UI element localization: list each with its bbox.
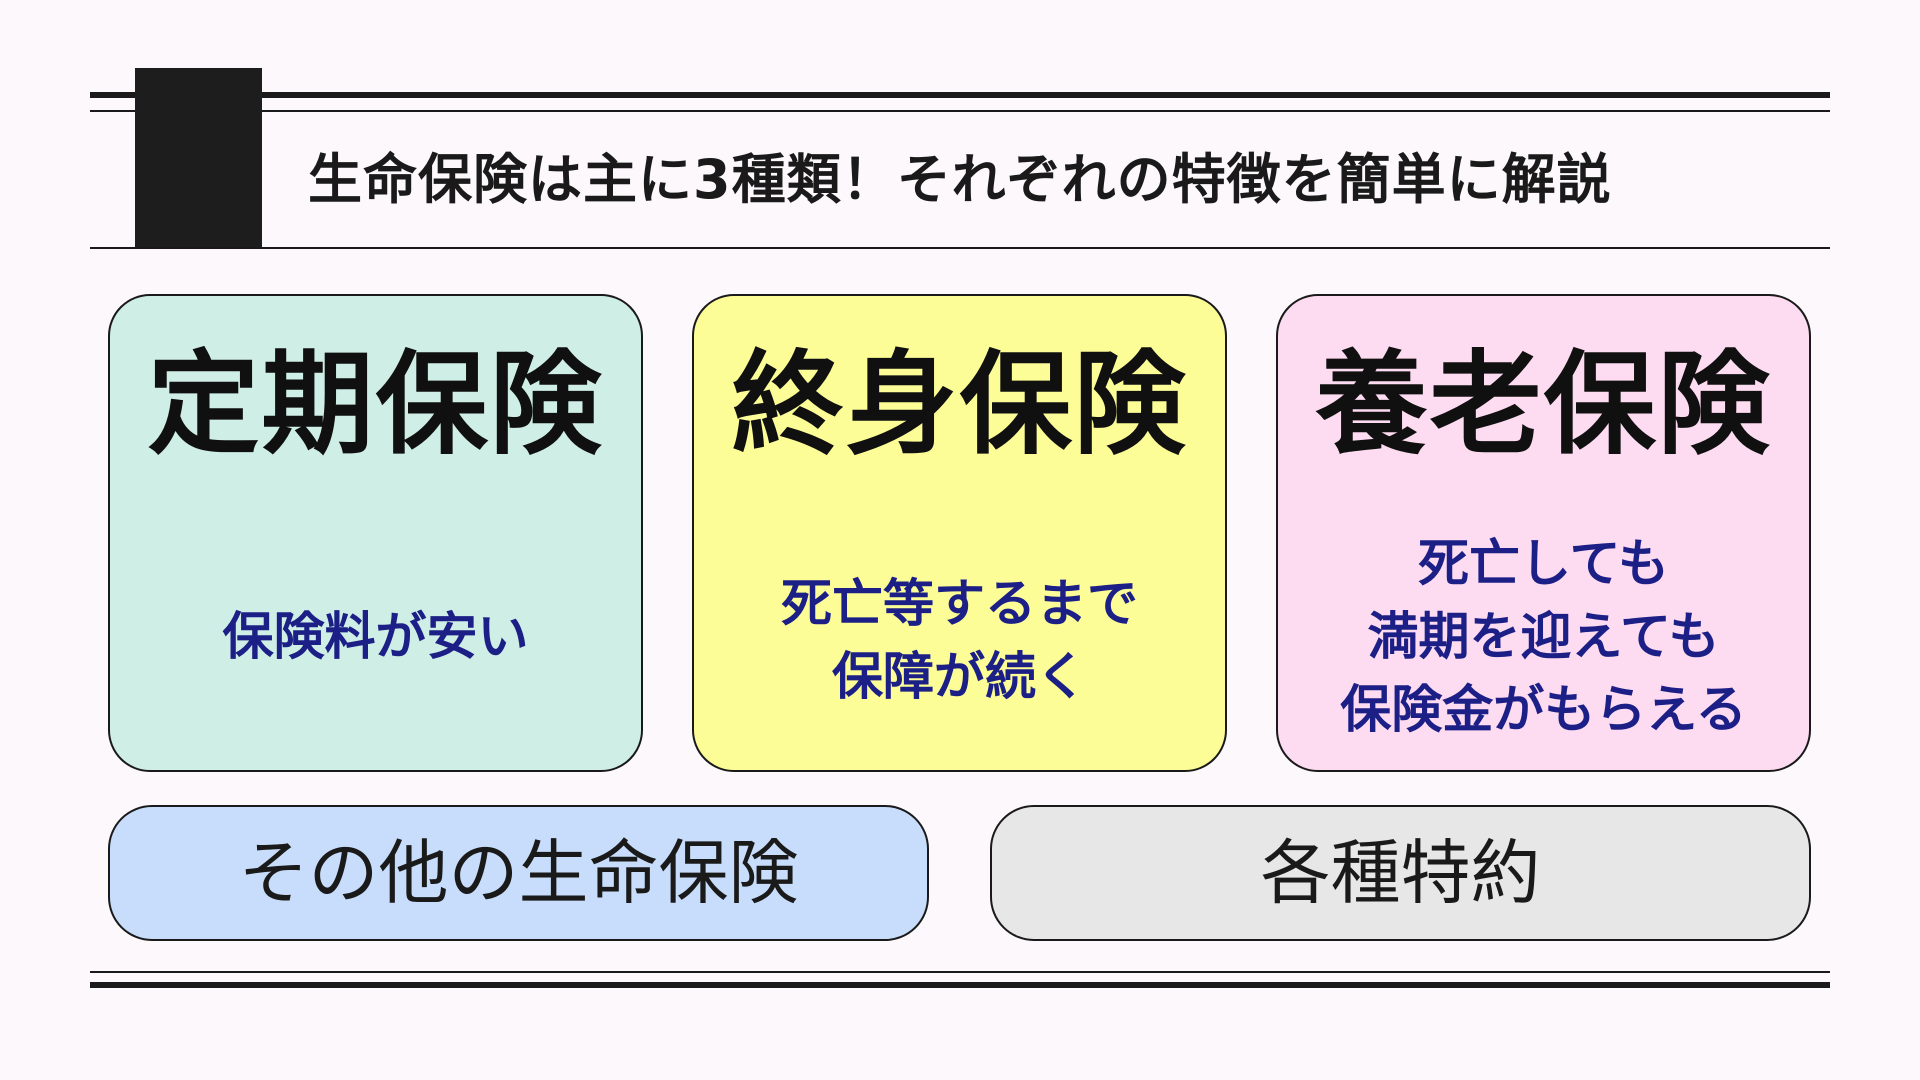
page-title: 生命保険は主に3種類！それぞれの特徴を簡単に解説 bbox=[308, 148, 1612, 211]
title-rule bbox=[90, 247, 1830, 249]
card-description-endowment-insurance: 死亡しても満期を迎えても保険金がもらえる bbox=[1340, 535, 1747, 740]
card-whole-life-insurance: 終身保険 死亡等するまで保障が続く bbox=[692, 294, 1227, 772]
riders-pill: 各種特約 bbox=[990, 805, 1811, 941]
header-accent-block bbox=[135, 68, 262, 248]
top-rule-thick bbox=[90, 92, 1830, 98]
card-title-term-insurance: 定期保険 bbox=[147, 340, 604, 470]
bottom-rule-thick bbox=[90, 982, 1830, 988]
card-title-whole-life-insurance: 終身保険 bbox=[731, 340, 1188, 470]
other-life-insurance-pill: その他の生命保険 bbox=[108, 805, 929, 941]
card-term-insurance: 定期保険 保険料が安い bbox=[108, 294, 643, 772]
bottom-rule-thin bbox=[90, 971, 1830, 973]
card-description-term-insurance: 保険料が安い bbox=[222, 608, 529, 667]
top-rule-thin bbox=[90, 110, 1830, 112]
card-title-endowment-insurance: 養老保険 bbox=[1315, 340, 1772, 470]
card-endowment-insurance: 養老保険 死亡しても満期を迎えても保険金がもらえる bbox=[1276, 294, 1811, 772]
card-description-whole-life-insurance: 死亡等するまで保障が続く bbox=[780, 575, 1138, 707]
